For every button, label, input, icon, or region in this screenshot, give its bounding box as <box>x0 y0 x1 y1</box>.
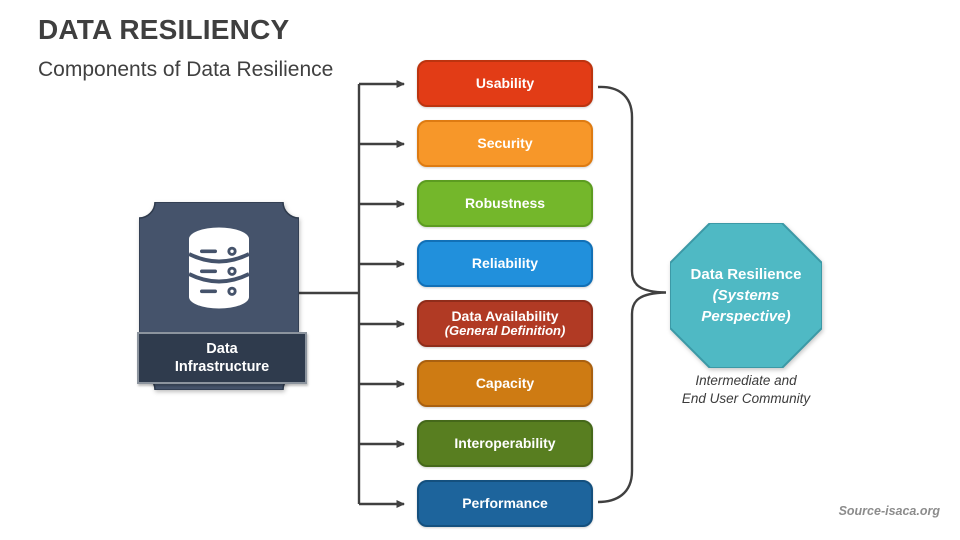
component-box-data-availability: Data Availability (General Definition) <box>417 300 593 347</box>
component-box-capacity: Capacity <box>417 360 593 407</box>
page-subtitle: Components of Data Resilience <box>38 58 334 81</box>
component-label: Reliability <box>471 255 539 272</box>
component-box-usability: Usability <box>417 60 593 107</box>
result-label-line1: Data Resilience <box>690 266 802 283</box>
component-box-interoperability: Interoperability <box>417 420 593 467</box>
component-box-security: Security <box>417 120 593 167</box>
brace-curve <box>597 85 667 504</box>
component-label: Interoperability <box>454 435 556 452</box>
component-label: Security <box>477 135 533 152</box>
component-label: Robustness <box>464 195 546 212</box>
component-label: Data Availability <box>451 307 559 324</box>
components-list: Usability Security Robustness Reliabilit… <box>417 60 593 527</box>
component-label: Usability <box>475 75 535 92</box>
infra-label-line2: Infrastructure <box>174 359 270 375</box>
component-label: Performance <box>462 495 548 512</box>
data-resilience-octagon <box>670 223 822 368</box>
source-credit: Source-isaca.org <box>838 504 940 518</box>
result-caption: Intermediate and End User Community <box>660 372 832 408</box>
data-infrastructure-label: Data Infrastructure <box>137 332 307 384</box>
result-caption-line1: Intermediate and <box>695 373 797 388</box>
component-label: Capacity <box>475 375 535 392</box>
result-label-line2: (Systems Perspective) <box>701 287 791 325</box>
component-box-robustness: Robustness <box>417 180 593 227</box>
page-title: DATA RESILIENCY <box>38 14 290 45</box>
infra-label-line1: Data <box>206 340 238 357</box>
data-resilience-label: Data Resilience (Systems Perspective) <box>670 223 822 368</box>
result-caption-line2: End User Community <box>681 391 811 407</box>
octagon-shape <box>670 223 822 368</box>
component-box-performance: Performance <box>417 480 593 527</box>
component-sublabel: (General Definition) <box>444 323 566 339</box>
component-box-reliability: Reliability <box>417 240 593 287</box>
database-icon <box>188 227 250 309</box>
